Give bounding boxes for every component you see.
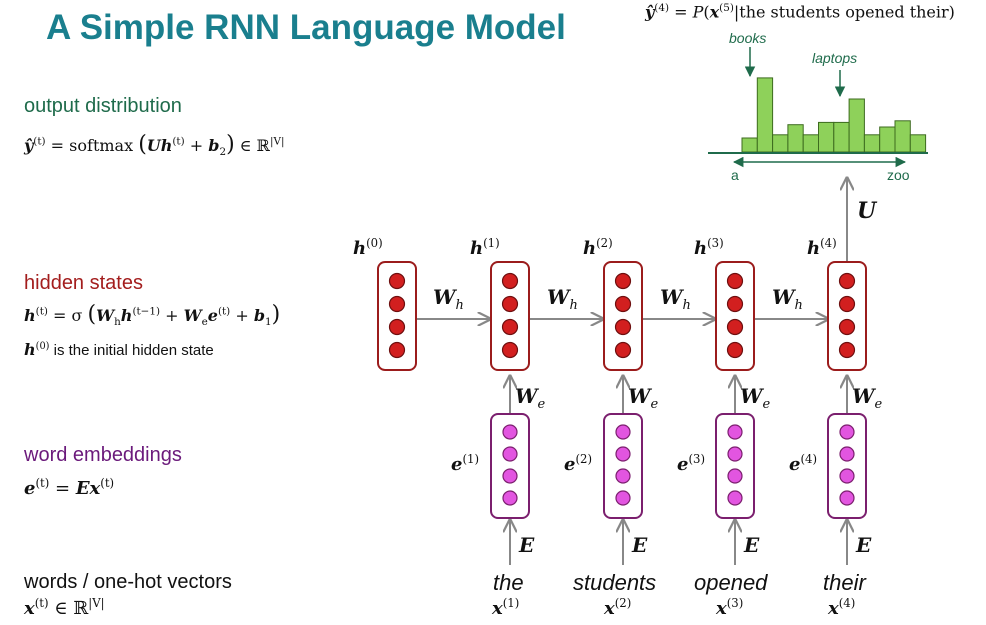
wh-label-2: Wh (547, 285, 578, 313)
histogram-bar (894, 120, 911, 153)
embedding-1 (490, 413, 530, 519)
histogram-bar (802, 134, 820, 153)
prediction-equation: ŷ(4) = P(x(5)|the students opened their) (645, 2, 955, 22)
page-title: A Simple RNN Language Model (46, 8, 566, 47)
e-matrix-label-3: E (744, 533, 760, 557)
hidden-state-0 (377, 261, 417, 371)
e-matrix-label-2: E (632, 533, 648, 557)
x1-label: x(1) (492, 596, 520, 619)
embedding-heading: word embeddings (24, 444, 182, 466)
words-equation: x(t) ∈ ℝ|V| (24, 596, 105, 619)
hidden-heading: hidden states (24, 272, 143, 294)
words-heading: words / one-hot vectors (24, 571, 232, 593)
wh-label-3: Wh (660, 285, 691, 313)
x4-label: x(4) (828, 596, 856, 619)
histogram (741, 77, 927, 153)
histogram-bar (909, 134, 927, 153)
wh-label-4: Wh (772, 285, 803, 313)
word-3: opened (694, 570, 768, 595)
we-label-1: We (515, 384, 546, 412)
histogram-bar (833, 121, 850, 153)
word-2: students (573, 570, 657, 595)
embedding-equation: e(t) = Ex(t) (24, 476, 115, 499)
word-4: their (823, 570, 866, 595)
hidden-state-1 (490, 261, 530, 371)
label-books: books (729, 30, 767, 46)
hidden-state-2 (603, 261, 643, 371)
histogram-bar (741, 137, 758, 153)
e1-label: e(1) (451, 452, 480, 475)
histogram-bar (863, 134, 881, 153)
e-matrix-label-1: E (519, 533, 535, 557)
output-heading: output distribution (24, 95, 182, 117)
embedding-3 (715, 413, 755, 519)
u-label: U (857, 198, 877, 224)
axis-end-label: zoo (887, 167, 910, 183)
e3-label: e(3) (677, 452, 706, 475)
h0-label: h(0) (353, 236, 383, 259)
e2-label: e(2) (564, 452, 593, 475)
axis-start-label: a (731, 167, 739, 183)
embedding-2 (603, 413, 643, 519)
h2-label: h(2) (583, 236, 613, 259)
x2-label: x(2) (604, 596, 632, 619)
label-laptops: laptops (812, 50, 858, 66)
we-label-2: We (628, 384, 659, 412)
histogram-bar (787, 124, 804, 153)
e4-label: e(4) (789, 452, 818, 475)
x3-label: x(3) (716, 596, 744, 619)
we-label-4: We (852, 384, 883, 412)
histogram-bar (772, 134, 789, 153)
histogram-bar (818, 121, 835, 153)
we-label-3: We (740, 384, 771, 412)
h4-label: h(4) (807, 236, 837, 259)
h3-label: h(3) (694, 236, 724, 259)
histogram-bar (879, 126, 896, 153)
embedding-4 (827, 413, 867, 519)
hidden-state-4 (827, 261, 867, 371)
hidden-equation: h(t) = σ (Whh(t−1) + Wee(t) + b1) (24, 302, 281, 329)
h1-label: h(1) (470, 236, 500, 259)
histogram-bar (848, 98, 865, 153)
output-equation: ŷ(t) = softmax (Uh(t) + b2) ∈ ℝ|V| (24, 132, 285, 159)
wh-label-1: Wh (433, 285, 464, 313)
hidden-state-3 (715, 261, 755, 371)
word-1: the (493, 570, 524, 595)
histogram-bar (756, 77, 774, 153)
e-matrix-label-4: E (856, 533, 872, 557)
hidden-note: h(0) is the initial hidden state (24, 340, 214, 359)
